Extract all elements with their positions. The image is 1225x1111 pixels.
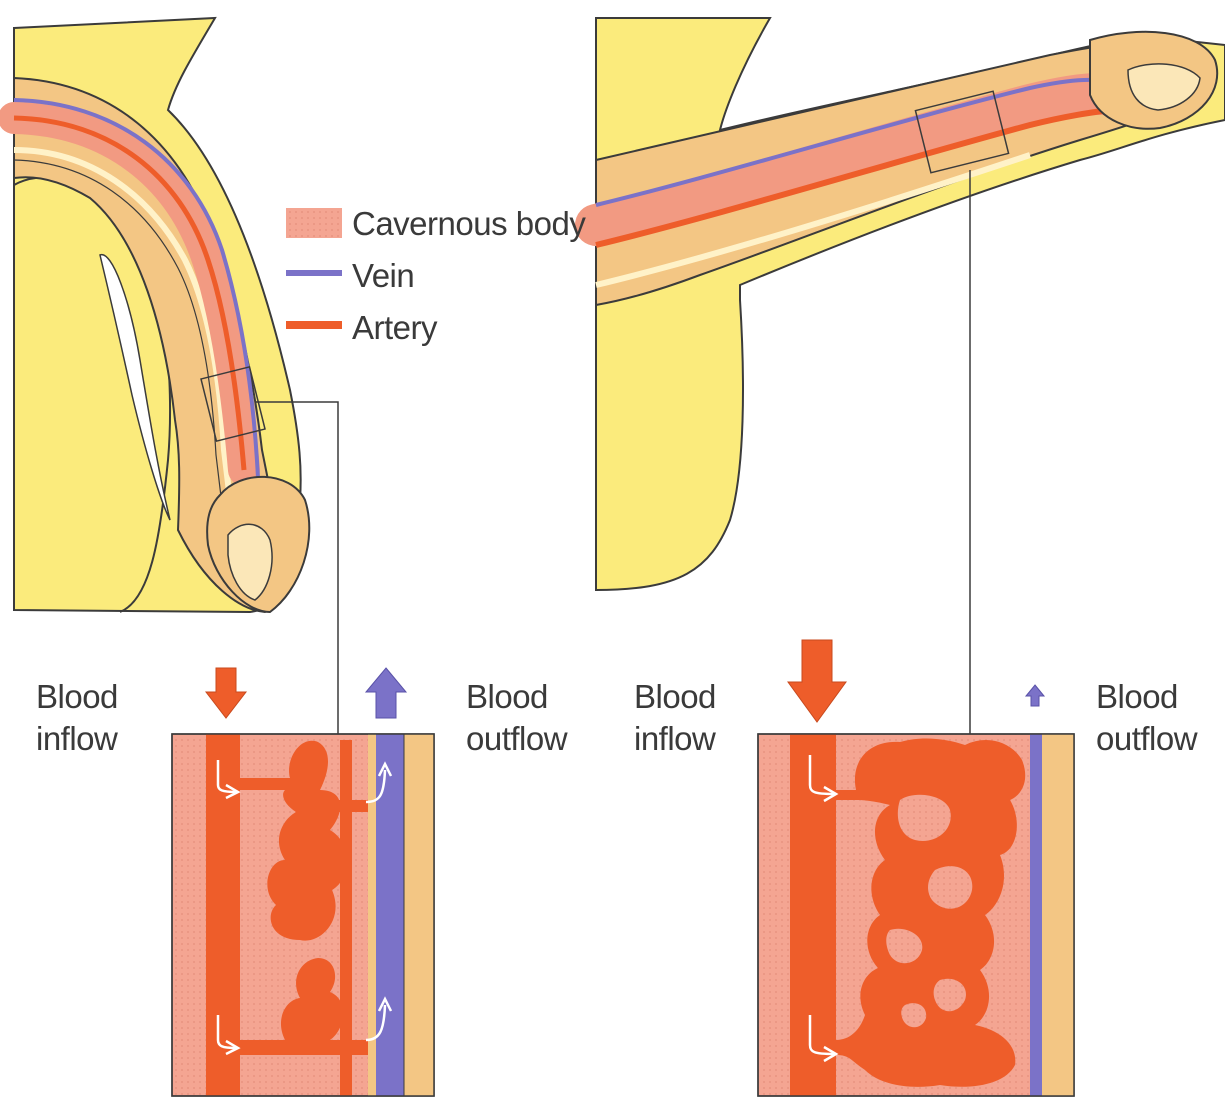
erect-tissue-edge — [1042, 734, 1074, 1096]
legend-label-vein: Vein — [352, 257, 414, 295]
flaccid-vein-channel — [376, 734, 404, 1096]
legend: Cavernous body Vein Artery — [352, 198, 585, 354]
flaccid-inflow-arrow — [206, 668, 246, 718]
legend-vein-swatch — [286, 270, 342, 276]
erect-inflow-arrow — [788, 640, 846, 722]
legend-artery-swatch — [286, 321, 342, 329]
flaccid-outflow-label: Blood outflow — [466, 676, 567, 760]
legend-item-cavernous: Cavernous body — [352, 198, 585, 250]
erect-inflow-label: Blood inflow — [634, 676, 716, 760]
erect-inflow-label-line2: inflow — [634, 718, 716, 760]
flaccid-inflow-label: Blood inflow — [36, 676, 118, 760]
flaccid-tissue-strip — [368, 734, 376, 1096]
flaccid-tissue-edge — [404, 734, 434, 1096]
flaccid-artery-channel — [206, 734, 240, 1096]
erect-vein-channel — [1030, 734, 1042, 1096]
flaccid-anatomy — [14, 18, 338, 734]
legend-item-vein: Vein — [352, 250, 585, 302]
erect-cross-section — [758, 734, 1074, 1096]
erect-outflow-arrow — [1026, 685, 1044, 706]
flaccid-inflow-label-line2: inflow — [36, 718, 118, 760]
erect-anatomy — [596, 18, 1225, 734]
erect-outflow-label-line1: Blood — [1096, 676, 1197, 718]
erect-artery-channel — [790, 734, 836, 1096]
flaccid-outflow-label-line2: outflow — [466, 718, 567, 760]
legend-cavernous-swatch — [286, 208, 342, 238]
flaccid-cross-section — [172, 734, 434, 1096]
erect-outflow-label-line2: outflow — [1096, 718, 1197, 760]
erect-outflow-label: Blood outflow — [1096, 676, 1197, 760]
legend-label-cavernous: Cavernous body — [352, 205, 585, 243]
flaccid-outflow-label-line1: Blood — [466, 676, 567, 718]
erect-inflow-label-line1: Blood — [634, 676, 716, 718]
flaccid-outflow-arrow — [366, 668, 406, 718]
legend-item-artery: Artery — [352, 302, 585, 354]
flaccid-inflow-label-line1: Blood — [36, 676, 118, 718]
legend-label-artery: Artery — [352, 309, 437, 347]
